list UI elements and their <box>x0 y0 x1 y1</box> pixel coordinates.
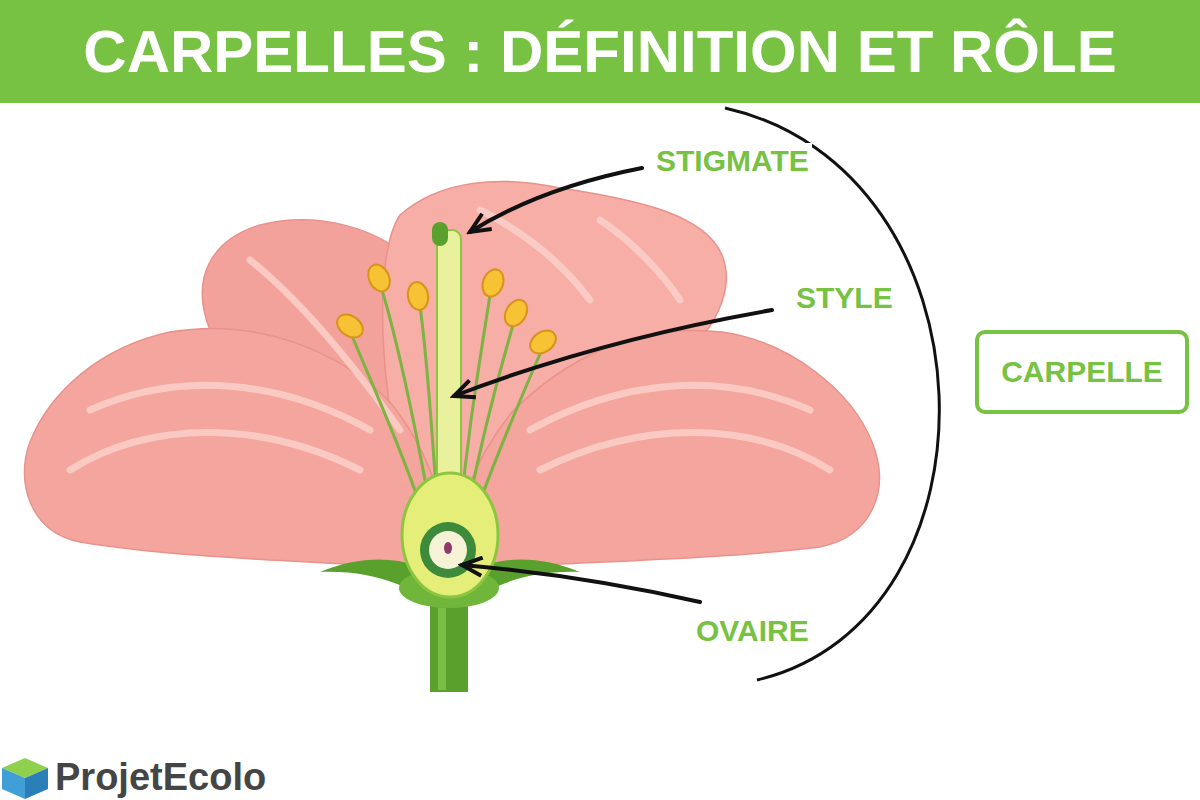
title-band: CARPELLES : DÉFINITION ET RÔLE <box>0 0 1200 103</box>
part-label: STYLE <box>793 280 896 316</box>
leader-arrows <box>454 168 772 602</box>
part-label: STIGMATE <box>653 143 812 179</box>
stigma <box>432 222 448 246</box>
style-tube <box>437 230 461 500</box>
part-label: OVAIRE <box>693 613 812 649</box>
logo-text: ProjetEcolo <box>55 757 266 797</box>
term-text: CARPELLE <box>1001 354 1163 390</box>
ovary <box>402 473 498 597</box>
bracket <box>725 108 939 680</box>
ovule <box>420 522 476 578</box>
term-box: CARPELLE <box>975 330 1189 414</box>
title: CARPELLES : DÉFINITION ET RÔLE <box>83 19 1116 85</box>
logo-icon <box>2 758 48 799</box>
